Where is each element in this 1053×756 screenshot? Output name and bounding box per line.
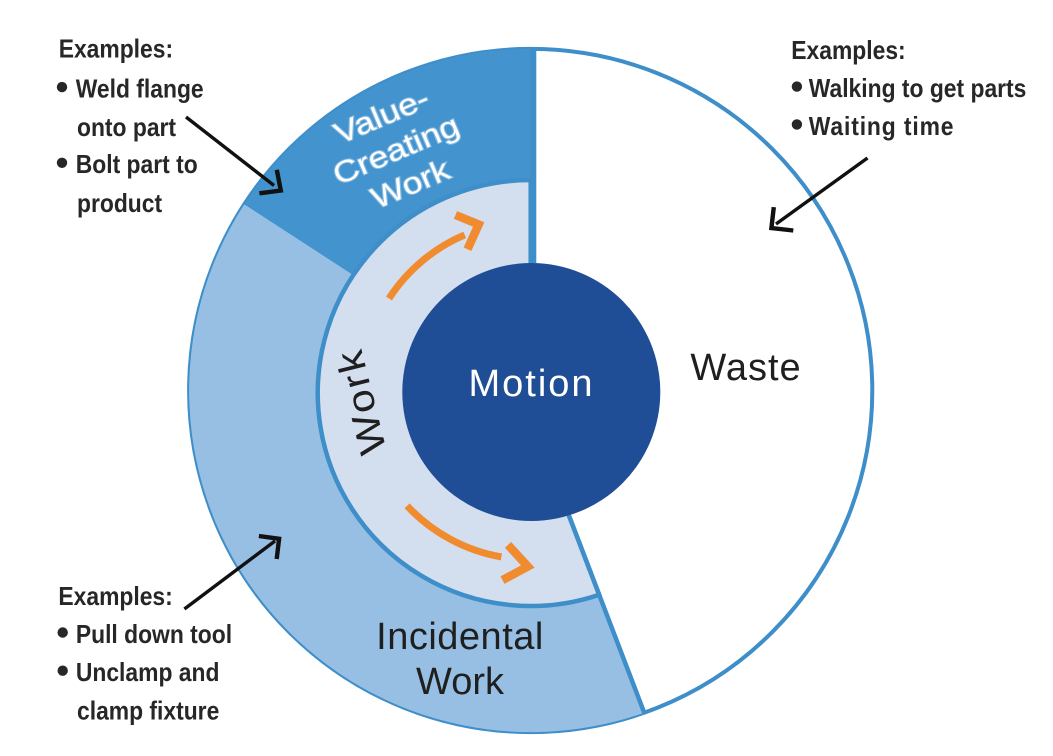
svg-text:Waiting time: Waiting time bbox=[809, 113, 955, 142]
svg-text:Unclamp and: Unclamp and bbox=[76, 659, 220, 688]
svg-text:Examples:: Examples: bbox=[59, 35, 173, 64]
svg-text:Pull down tool: Pull down tool bbox=[76, 621, 232, 650]
svg-text:Walking to get parts: Walking to get parts bbox=[809, 75, 1027, 104]
svg-text:Incidental: Incidental bbox=[376, 616, 544, 658]
svg-text:onto part: onto part bbox=[77, 114, 176, 143]
svg-text:clamp fixture: clamp fixture bbox=[77, 697, 219, 726]
svg-text:Examples:: Examples: bbox=[791, 37, 905, 66]
svg-text:Weld flange: Weld flange bbox=[76, 75, 204, 104]
svg-text:Examples:: Examples: bbox=[58, 583, 172, 612]
svg-text:Motion: Motion bbox=[468, 363, 594, 405]
svg-text:product: product bbox=[77, 190, 162, 219]
svg-text:Waste: Waste bbox=[690, 347, 801, 389]
svg-text:Bolt part to: Bolt part to bbox=[76, 151, 198, 180]
svg-text:Work: Work bbox=[416, 661, 505, 703]
